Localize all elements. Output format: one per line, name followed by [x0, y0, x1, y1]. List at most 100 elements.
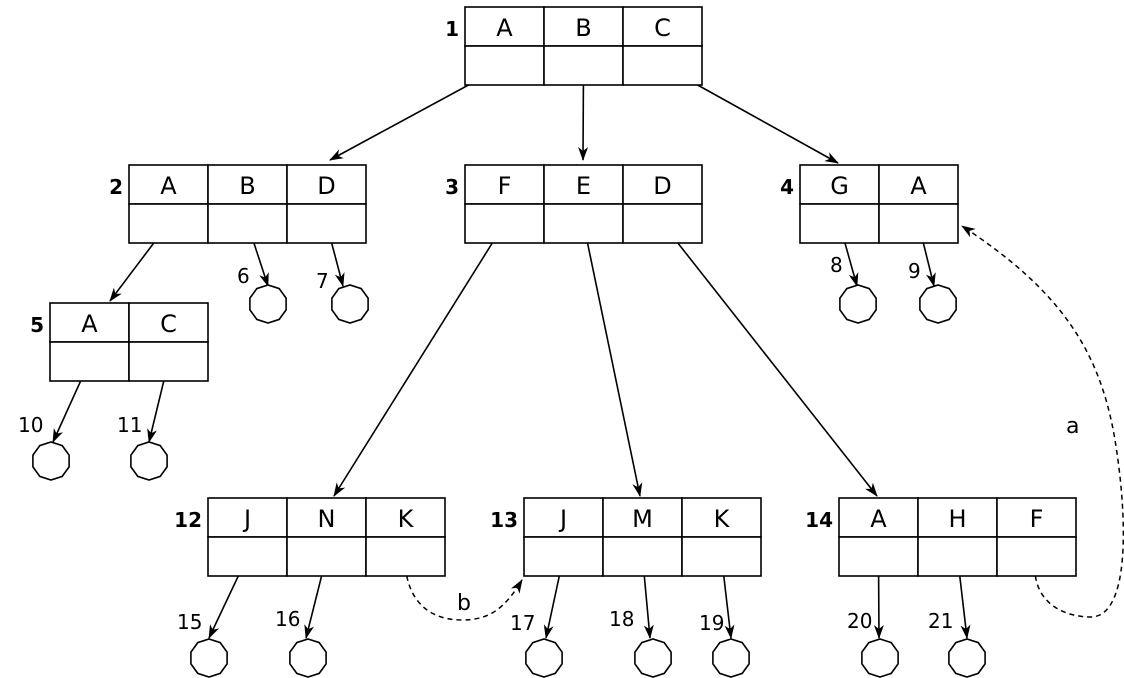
pointer-cell — [799, 203, 880, 244]
leaf-node — [289, 638, 327, 678]
node-13: 13 J M K — [490, 497, 762, 577]
leaf-label: 18 — [609, 607, 634, 631]
leaf-label: 9 — [908, 259, 921, 283]
leaf-node — [948, 638, 986, 678]
node-key: B — [575, 14, 591, 42]
node-key: A — [81, 310, 98, 338]
key-cell — [996, 497, 1077, 538]
leaf-label: 11 — [117, 413, 142, 437]
pointer-cell — [681, 536, 762, 577]
pointer-cell — [464, 45, 545, 86]
link-label-a: a — [1066, 414, 1079, 439]
key-cell — [523, 497, 604, 538]
pointer-cell — [996, 536, 1077, 577]
pointer-cell — [622, 203, 703, 244]
key-cell — [128, 302, 209, 343]
pointer-cell — [622, 45, 703, 86]
pointer-cell — [365, 536, 446, 577]
leaf-node — [249, 284, 287, 324]
node-id-label: 4 — [780, 175, 794, 199]
leaf-label: 21 — [928, 609, 953, 633]
leaf-node — [712, 638, 750, 678]
leaf-label: 20 — [847, 609, 872, 633]
leaf-node — [634, 638, 672, 678]
edge-3-to-13 — [582, 223, 643, 497]
leaf-7: 7 — [316, 269, 369, 324]
node-key: E — [576, 172, 591, 200]
leaf-8: 8 — [830, 253, 877, 324]
key-cell — [464, 164, 545, 205]
node-14: 14 A H F — [805, 497, 1077, 577]
node-key: N — [318, 505, 336, 533]
pointer-cell — [464, 203, 545, 244]
node-key: F — [1030, 505, 1044, 533]
key-cell — [543, 6, 624, 47]
leaf-11: 11 — [117, 413, 168, 481]
leaf-node — [130, 441, 168, 481]
leaf-node — [919, 284, 957, 324]
leaf-node — [190, 638, 228, 678]
node-key: A — [160, 172, 177, 200]
pointer-cell — [523, 536, 604, 577]
key-cell — [543, 164, 624, 205]
node-key: F — [498, 172, 512, 200]
leaf-6: 6 — [237, 264, 287, 324]
node-id-label: 5 — [30, 313, 44, 337]
node-key: K — [398, 505, 415, 533]
leaf-label: 19 — [699, 611, 724, 635]
leaf-label: 7 — [316, 269, 329, 293]
leaf-19: 19 — [699, 611, 750, 678]
leaf-18: 18 — [609, 607, 672, 678]
key-cell — [622, 164, 703, 205]
node-key: H — [948, 505, 966, 533]
leaf-15: 15 — [177, 610, 228, 678]
pointer-cell — [878, 203, 959, 244]
node-id-label: 12 — [174, 508, 202, 532]
leaf-node — [839, 284, 877, 324]
pointer-cell — [207, 536, 288, 577]
key-cell — [681, 497, 762, 538]
node-key: M — [632, 505, 653, 533]
leaf-node — [525, 638, 563, 678]
leaf-label: 16 — [275, 607, 300, 631]
edge-3-to-12 — [333, 223, 506, 497]
leaf-node — [331, 284, 369, 324]
pointer-cell — [602, 536, 683, 577]
node-id-label: 2 — [109, 175, 123, 199]
pointer-cell — [838, 536, 919, 577]
node-key: G — [830, 172, 849, 200]
leaf-label: 10 — [18, 413, 43, 437]
node-key: A — [870, 505, 887, 533]
key-cell — [207, 164, 288, 205]
pointer-cell — [49, 341, 130, 382]
leaf-label: 6 — [237, 264, 250, 288]
pointer-cell — [917, 536, 998, 577]
leaf-9: 9 — [908, 259, 957, 324]
leaf-label: 15 — [177, 610, 202, 634]
leaf-17: 17 — [510, 611, 563, 678]
node-key: A — [496, 14, 513, 42]
pointer-cell — [286, 536, 367, 577]
leaves-layer: 6 7 8 9 10 11 15 16 17 18 19 20 21 — [18, 253, 986, 678]
node-id-label: 14 — [805, 508, 833, 532]
key-cell — [622, 6, 703, 47]
leaf-21: 21 — [928, 609, 986, 678]
pointer-cell — [286, 203, 367, 244]
node-key: D — [653, 172, 671, 200]
link-label-b: b — [457, 591, 471, 616]
node-key: K — [714, 505, 731, 533]
node-key: B — [239, 172, 255, 200]
pointer-cell — [543, 203, 624, 244]
edge-3-to-14 — [661, 223, 878, 497]
node-key: J — [558, 505, 567, 533]
node-id-label: 13 — [490, 508, 518, 532]
leaf-node — [32, 441, 70, 481]
